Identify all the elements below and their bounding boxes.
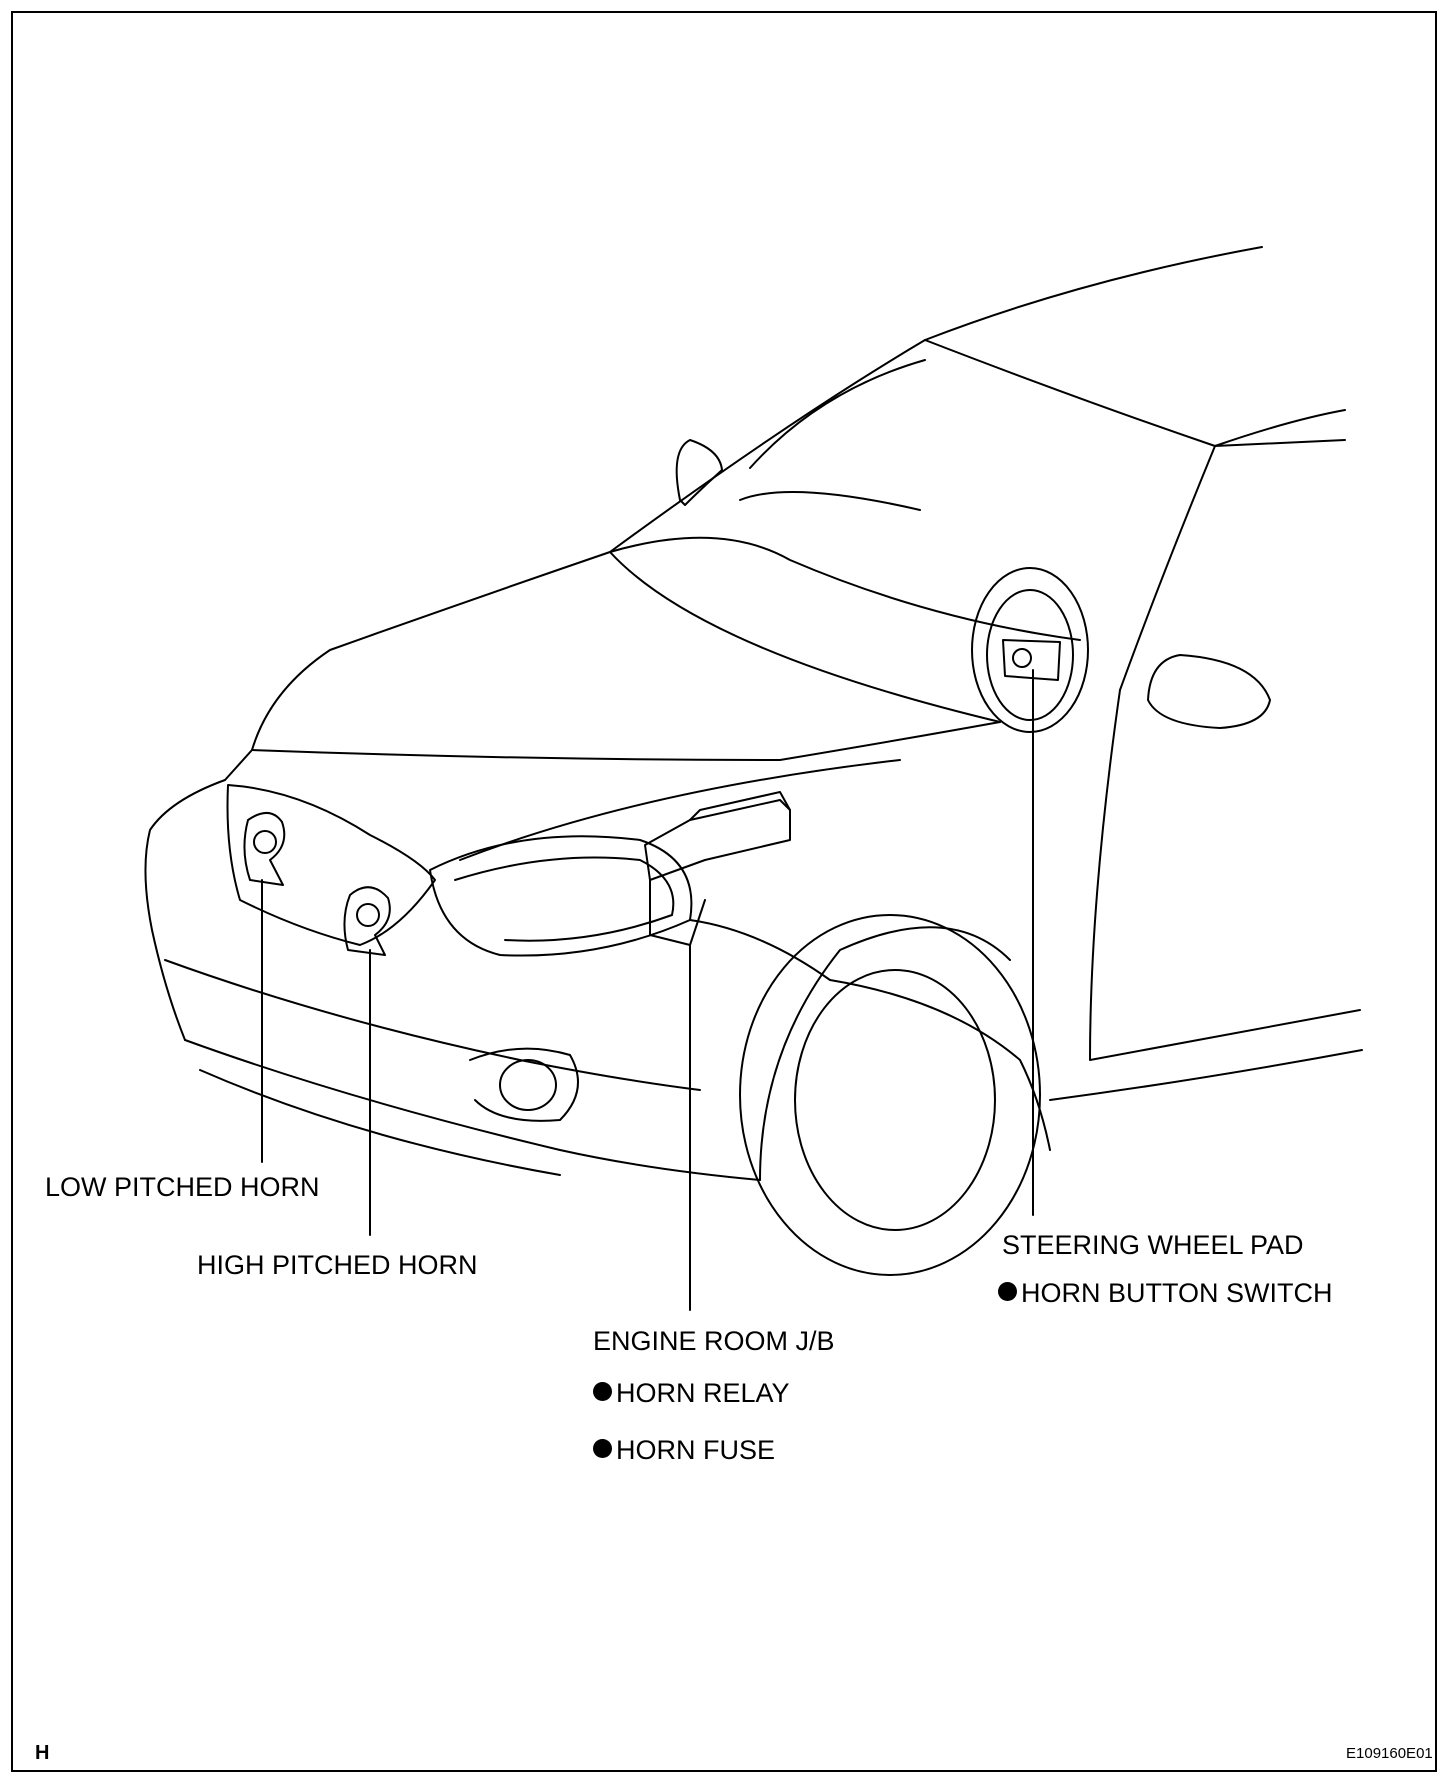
high-horn-shape — [343, 886, 391, 956]
label-horn-relay: HORN RELAY — [593, 1380, 790, 1407]
fog-bezel — [469, 1047, 579, 1122]
mirror-left — [675, 439, 723, 506]
corner-letter: H — [35, 1742, 50, 1764]
label-high-pitched-horn: HIGH PITCHED HORN — [197, 1250, 478, 1280]
a-pillar — [609, 339, 926, 553]
windshield-base — [609, 536, 1081, 641]
label-steering-wheel-pad: STEERING WHEEL PAD — [1002, 1230, 1304, 1260]
headlight — [429, 835, 693, 957]
label-low-pitched-horn: LOW PITCHED HORN — [45, 1172, 320, 1202]
headlight-inner — [454, 856, 675, 942]
hood-lower — [459, 759, 901, 861]
jb-body — [649, 879, 706, 946]
figure-reference: E109160E01 — [1346, 1745, 1433, 1762]
mirror-right — [1147, 654, 1271, 729]
jb-lid — [689, 791, 791, 821]
fender — [689, 919, 1051, 1151]
windshield-top — [924, 339, 1346, 447]
hood-left-edge — [224, 551, 611, 781]
door-line — [1089, 689, 1361, 1061]
horn-button — [1012, 648, 1032, 668]
jb-box — [644, 799, 791, 881]
diagram-frame — [11, 11, 1437, 1772]
bumper-mid — [164, 959, 701, 1091]
rocker — [1049, 1049, 1363, 1101]
bumper-lower — [199, 1069, 561, 1176]
hood-front — [251, 721, 1001, 761]
side-window — [1119, 409, 1346, 691]
steering-wheel-inner — [986, 589, 1074, 721]
tire-inner — [794, 969, 996, 1231]
tire-outer — [739, 914, 1041, 1276]
label-engine-room-jb: ENGINE ROOM J/B — [593, 1326, 835, 1356]
steering-wheel-outer — [971, 567, 1089, 733]
hood-center-crease — [609, 551, 1001, 723]
roof-line — [924, 246, 1263, 341]
low-horn-shape — [243, 812, 286, 886]
grille — [226, 784, 436, 946]
label-horn-button-switch: HORN BUTTON SWITCH — [998, 1280, 1333, 1307]
windshield-inner — [739, 359, 926, 511]
fog-light — [499, 1059, 557, 1111]
wheel-arch — [759, 926, 1011, 1181]
steering-hub — [1002, 639, 1061, 681]
label-horn-fuse: HORN FUSE — [593, 1437, 775, 1464]
bumper-line — [184, 1039, 761, 1181]
front-bumper-top — [144, 779, 226, 1041]
